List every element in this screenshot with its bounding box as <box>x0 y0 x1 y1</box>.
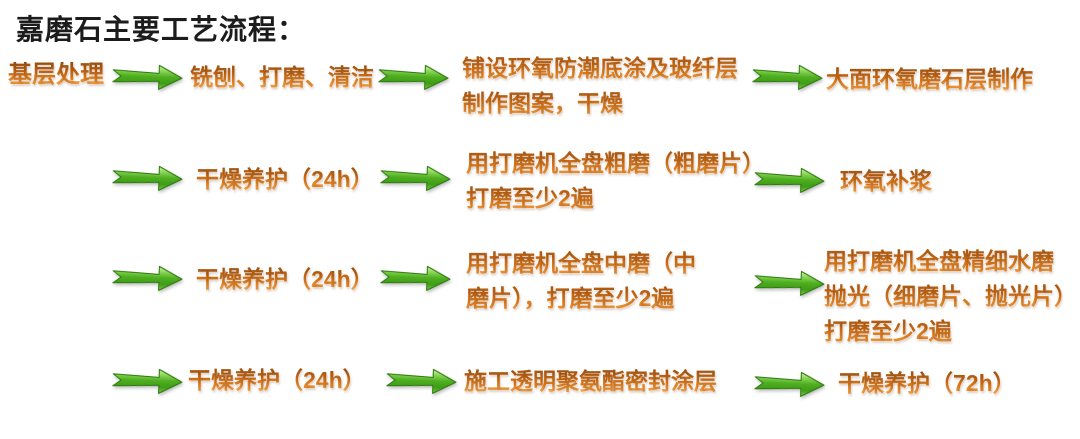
flow-step: 环氧补浆 <box>840 168 932 194</box>
flow-step-line: 磨片），打磨至少2遍 <box>466 281 696 316</box>
flow-step: 用打磨机全盘精细水磨 抛光（细磨片、抛光片） 打磨至少2遍 <box>824 244 1077 349</box>
flow-step: 施工透明聚氨酯密封涂层 <box>464 368 717 394</box>
flow-step: 干燥养护（24h） <box>196 166 374 192</box>
flow-step: 铣刨、打磨、清洁 <box>190 64 374 90</box>
flow-arrow-icon <box>377 61 450 93</box>
flow-step-line: 用打磨机全盘精细水磨 <box>824 244 1077 279</box>
flow-arrow-icon <box>379 162 452 194</box>
page-title: 嘉磨石主要工艺流程： <box>16 14 307 45</box>
flow-step-line: 铺设环氧防潮底涂及玻纤层 <box>462 51 738 86</box>
flow-step-line: 用打磨机全盘粗磨（粗磨片） <box>466 146 765 181</box>
flow-step: 干燥养护（24h） <box>188 367 366 393</box>
flow-arrow-icon <box>753 267 826 299</box>
flow-step: 大面环氧磨石层制作 <box>826 66 1033 92</box>
flow-step: 用打磨机全盘粗磨（粗磨片） 打磨至少2遍 <box>466 146 765 216</box>
flow-step: 干燥养护（72h） <box>838 370 1016 396</box>
flow-step: 用打磨机全盘中磨（中 磨片），打磨至少2遍 <box>466 246 696 316</box>
flow-arrow-icon <box>111 61 184 93</box>
flow-step: 干燥养护（24h） <box>196 266 374 292</box>
flow-arrow-icon <box>753 164 826 196</box>
flow-arrow-icon <box>111 262 184 294</box>
flow-step-line: 制作图案，干燥 <box>462 86 738 121</box>
flow-step-line: 打磨至少2遍 <box>824 314 1077 349</box>
flow-step-line: 打磨至少2遍 <box>466 181 765 216</box>
flow-step-line: 抛光（细磨片、抛光片） <box>824 279 1077 314</box>
flow-arrow-icon <box>751 61 824 93</box>
flow-arrow-icon <box>753 368 826 400</box>
flow-step: 铺设环氧防潮底涂及玻纤层 制作图案，干燥 <box>462 51 738 121</box>
flow-step-line: 用打磨机全盘中磨（中 <box>466 246 696 281</box>
flow-arrow-icon <box>379 262 452 294</box>
flow-step: 基层处理 <box>8 61 104 88</box>
flow-arrow-icon <box>111 162 184 194</box>
flow-arrow-icon <box>385 365 458 397</box>
flow-arrow-icon <box>111 365 184 397</box>
